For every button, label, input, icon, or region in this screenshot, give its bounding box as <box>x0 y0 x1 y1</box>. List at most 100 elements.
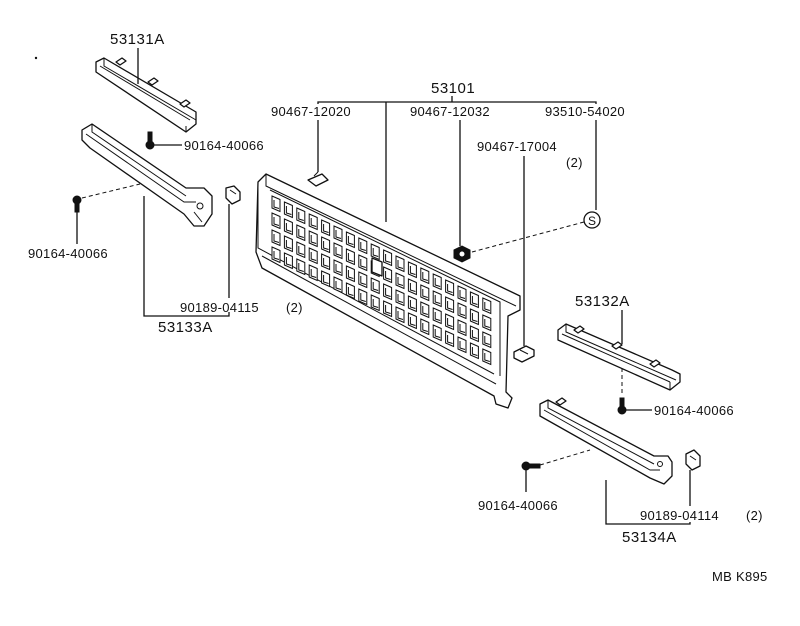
grille-slot-detail <box>273 200 280 209</box>
grille-slot-detail <box>434 278 441 287</box>
seal-s-circle <box>583 211 601 229</box>
label-90467-17004: 90467-17004 <box>477 139 557 154</box>
grille-slot-detail <box>298 212 304 221</box>
label-53133A: 53133A <box>158 319 213 336</box>
grille-slot-detail <box>434 295 441 304</box>
grille-slot-detail <box>422 306 428 315</box>
grille-slot-detail <box>372 299 379 308</box>
grille-slot-detail <box>285 240 292 249</box>
qty-90467-17004: (2) <box>566 155 583 170</box>
grille-slot <box>420 301 430 319</box>
stray-dot <box>34 56 38 60</box>
grille-slot-detail <box>285 223 292 232</box>
qty-90189-04114: (2) <box>746 508 763 523</box>
grille-slot <box>383 283 393 301</box>
grille-slot <box>296 241 306 259</box>
grille-slot <box>358 271 368 289</box>
grille-slot-detail <box>385 288 391 297</box>
label-53131A: 53131A <box>110 31 165 48</box>
grille-slot <box>321 270 331 288</box>
grille-slot <box>345 231 355 249</box>
grille-slot-detail <box>484 319 490 328</box>
grille-slot <box>308 247 318 265</box>
screw-90164-40066-c <box>617 397 627 415</box>
molding-53131A <box>95 57 197 133</box>
label-53101: 53101 <box>431 80 475 97</box>
label-90164-40066-c: 90164-40066 <box>654 403 734 418</box>
grille-slot <box>296 224 306 242</box>
grille-slot-grid <box>271 195 492 366</box>
grille-slot <box>333 242 343 260</box>
grille-slot <box>308 230 318 248</box>
grille-slot-detail <box>310 252 317 261</box>
grille-slot <box>432 324 442 342</box>
grille-slot <box>321 219 331 237</box>
grille-slot-detail <box>360 259 366 268</box>
grille-slot <box>345 265 355 283</box>
grille-slot <box>482 348 492 366</box>
grille-slot-detail <box>434 329 441 338</box>
grille-slot-detail <box>447 318 453 327</box>
label-90164-40066-b: 90164-40066 <box>28 246 108 261</box>
grille-slot <box>383 266 393 284</box>
grille-slot <box>395 272 405 290</box>
grille-slot-detail <box>323 275 329 284</box>
grille-slot-detail <box>471 313 478 322</box>
grille-slot-detail <box>397 277 404 286</box>
grille-slot <box>321 236 331 254</box>
grille-slot-detail <box>298 263 304 272</box>
grille-slot <box>420 267 430 285</box>
grille-slot <box>358 254 368 272</box>
dash-90164-40066-d <box>539 449 591 466</box>
grille-slot-detail <box>347 287 354 296</box>
label-90189-04115: 90189-04115 <box>180 300 259 315</box>
grille-slot <box>432 307 442 325</box>
grille-slot <box>457 302 467 320</box>
grille-slot <box>358 288 368 306</box>
grille-slot-detail <box>459 341 466 350</box>
clip-90189-04114 <box>685 449 701 471</box>
bracket-53133A <box>81 123 213 227</box>
grille-slot-detail <box>484 302 490 311</box>
grille-slot <box>482 297 492 315</box>
grille-slot-detail <box>422 272 428 281</box>
grille-slot <box>345 282 355 300</box>
grille-slot <box>482 331 492 349</box>
screw-90164-40066-b <box>72 195 82 213</box>
grille-slot <box>345 248 355 266</box>
grille-slot-detail <box>397 311 404 320</box>
label-90189-04114: 90189-04114 <box>640 508 719 523</box>
grille-slot-detail <box>273 234 280 243</box>
clip-90467-17004 <box>513 345 535 363</box>
clip-90467-12020 <box>307 171 329 187</box>
grille-slot-detail <box>397 260 404 269</box>
grille-slot <box>283 218 293 236</box>
grille-slot-detail <box>484 336 490 345</box>
grille-slot-detail <box>409 283 416 292</box>
grille-slot-detail <box>447 284 453 293</box>
grille-slot-detail <box>397 294 404 303</box>
grille-slot-detail <box>459 307 466 316</box>
grille-slot <box>283 252 293 270</box>
grille-slot-detail <box>372 282 379 291</box>
grille-slot-detail <box>459 324 466 333</box>
clip-90467-12032 <box>453 245 471 263</box>
grille-slot <box>469 342 479 360</box>
grille-slot-detail <box>273 217 280 226</box>
seal-s-letter: S <box>588 214 596 228</box>
grille-slot-detail <box>335 264 342 273</box>
grille-slot-detail <box>347 236 354 245</box>
leader-53101-bracket <box>317 101 597 104</box>
grille-slot <box>445 313 455 331</box>
screw-90164-40066-a <box>145 131 155 150</box>
label-90164-40066-a: 90164-40066 <box>184 138 264 153</box>
grille-slot-detail <box>484 353 490 362</box>
grille-slot <box>370 243 380 261</box>
grille-slot <box>407 261 417 279</box>
grille-slot-detail <box>335 230 342 239</box>
grille-slot-detail <box>298 229 304 238</box>
grille-slot <box>457 336 467 354</box>
grille-slot-detail <box>471 330 478 339</box>
molding-53132A <box>557 323 681 391</box>
grille-slot <box>333 225 343 243</box>
